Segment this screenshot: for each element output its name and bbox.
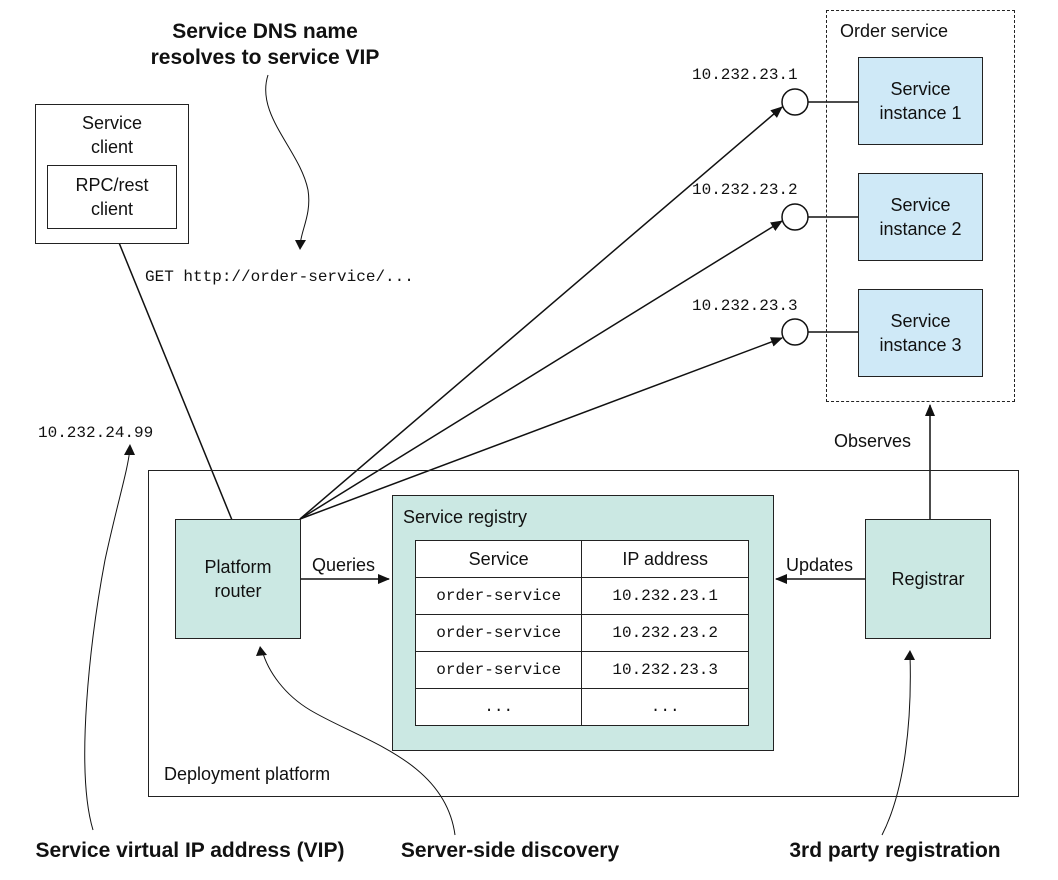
deployment-platform-label: Deployment platform: [164, 764, 331, 784]
registry-table: Service IP address order-service 10.232.…: [414, 540, 749, 726]
registry-service-cell: order-service: [414, 651, 583, 689]
instance-1-ip: 10.232.23.1: [692, 66, 798, 84]
service-instance-2-label: Service instance 2: [879, 195, 962, 239]
registry-service-cell: order-service: [414, 614, 583, 652]
deployment-platform: Deployment platform: [148, 470, 1019, 797]
service-instance-3: Service instance 3: [858, 289, 983, 377]
rpc-client-label: RPC/rest client: [75, 175, 149, 219]
registrar: Registrar: [865, 519, 991, 639]
registry-ip-cell: ...: [581, 688, 749, 726]
service-instance-2: Service instance 2: [858, 173, 983, 261]
vip-circle-2: [781, 203, 809, 231]
platform-router-label: Platform router: [204, 557, 272, 601]
service-instance-1-label: Service instance 1: [879, 79, 962, 123]
registry-ip-cell: 10.232.23.2: [581, 614, 749, 652]
instance-3-ip: 10.232.23.3: [692, 297, 798, 315]
third-party-note: 3rd party registration: [789, 839, 1001, 862]
rpc-client-box: RPC/rest client: [47, 165, 177, 229]
updates-label: Updates: [786, 555, 854, 575]
table-row: order-service 10.232.23.2: [414, 614, 749, 652]
registry-header-ip: IP address: [581, 540, 749, 578]
vip-leader: [84, 447, 131, 831]
server-side-leader: [261, 649, 456, 836]
dns-leader: [265, 74, 310, 248]
service-client-box: Service client RPC/rest client: [35, 104, 189, 244]
request-text: GET http://order-service/...: [145, 268, 414, 286]
dns-note: Service DNS name resolves to service VIP: [150, 20, 380, 69]
vip-circle-3: [781, 318, 809, 346]
router-to-ip3-arrow: [299, 337, 783, 520]
registry-ip-cell: 10.232.23.3: [581, 651, 749, 689]
client-router-line: [112, 227, 233, 521]
third-party-leader-head: [904, 650, 915, 660]
service-instance-1: Service instance 1: [858, 57, 983, 145]
vip-address: 10.232.24.99: [38, 424, 154, 442]
order-service-container: Order service: [826, 10, 1015, 402]
service-registry-title: Service registry: [403, 507, 528, 527]
registry-ip-cell: 10.232.23.1: [581, 577, 749, 615]
vip-circle-1: [781, 88, 809, 116]
registry-service-cell: order-service: [414, 577, 583, 615]
registry-header-service: Service: [414, 540, 583, 578]
registry-service-cell: ...: [414, 688, 583, 726]
table-row: order-service 10.232.23.3: [414, 651, 749, 689]
order-service-title: Order service: [840, 21, 949, 41]
vip-note: Service virtual IP address (VIP): [35, 839, 345, 862]
service-client-label: Service client: [81, 113, 143, 157]
vip-leader-head: [124, 444, 135, 455]
registrar-label: Registrar: [891, 569, 965, 589]
service-instance-3-label: Service instance 3: [879, 311, 962, 355]
table-row: ... ...: [414, 688, 749, 726]
third-party-leader: [881, 654, 911, 836]
table-row: order-service 10.232.23.1: [414, 577, 749, 615]
registry-header-row: Service IP address: [414, 540, 749, 578]
dns-leader-head: [295, 240, 306, 250]
server-side-leader-head: [256, 646, 267, 656]
server-side-note: Server-side discovery: [400, 839, 620, 862]
queries-label: Queries: [312, 555, 376, 575]
instance-2-ip: 10.232.23.2: [692, 181, 798, 199]
router-to-ip1-arrow: [299, 106, 783, 520]
router-to-ip2-arrow: [299, 220, 783, 520]
platform-router: Platform router: [175, 519, 301, 639]
observes-label: Observes: [834, 431, 912, 451]
